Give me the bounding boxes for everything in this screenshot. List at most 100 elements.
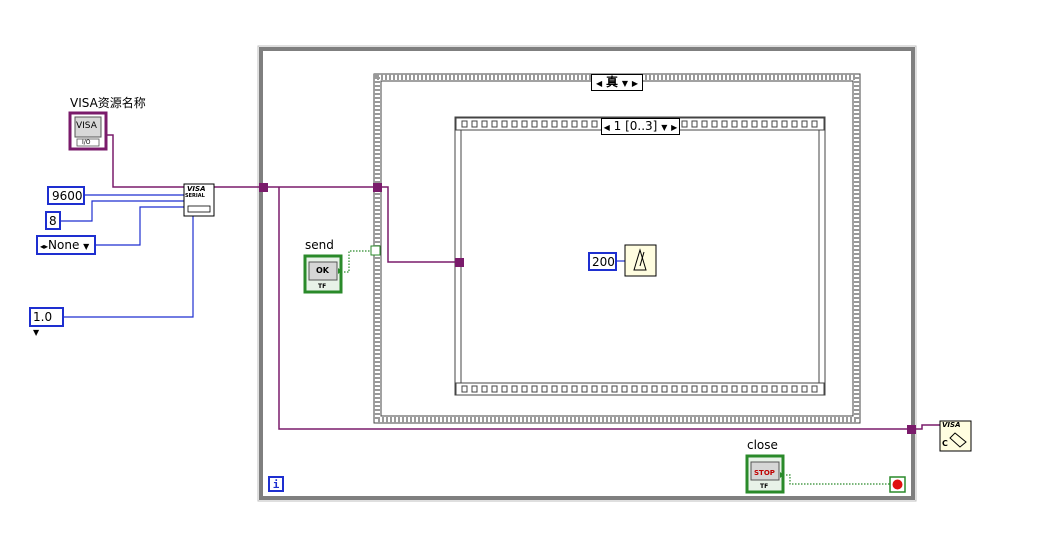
visa-resource-label: VISA资源名称 <box>70 96 146 110</box>
loop-tunnel-out <box>907 425 916 434</box>
film-hole <box>481 385 488 393</box>
visa-close-line2: C <box>942 439 948 448</box>
loop-tunnel-in <box>259 183 268 192</box>
visa-wires <box>107 134 940 430</box>
timeout-ring-constant[interactable]: 1.0 ▼ <box>29 307 64 337</box>
case-selector-terminal <box>370 245 381 256</box>
send-label: send <box>305 238 334 252</box>
film-hole <box>561 120 568 128</box>
film-hole <box>721 385 728 393</box>
film-hole <box>591 385 598 393</box>
film-hole <box>751 385 758 393</box>
film-hole <box>751 120 758 128</box>
serial-config-line2: SERIAL <box>185 193 205 199</box>
wait-ms-constant[interactable]: 200 <box>588 252 617 271</box>
chevron-left-icon: ◀ <box>596 79 603 88</box>
film-hole <box>741 385 748 393</box>
while-loop-frame[interactable] <box>259 47 915 500</box>
film-hole <box>521 120 528 128</box>
send-button-text: OK <box>316 266 329 275</box>
film-hole <box>641 385 648 393</box>
film-hole <box>511 385 518 393</box>
film-hole <box>681 385 688 393</box>
film-hole <box>571 385 578 393</box>
chevron-down-icon: ▼ <box>661 123 668 132</box>
film-hole <box>471 385 478 393</box>
film-hole <box>671 385 678 393</box>
film-hole <box>581 385 588 393</box>
chevron-down-icon: ▼ <box>621 79 628 88</box>
visa-configure-serial-port-vi[interactable] <box>183 183 215 217</box>
loop-iteration-terminal: i <box>268 476 284 492</box>
visa-resource-io-text: I/O <box>82 139 91 146</box>
case-selector-value: 真 <box>606 75 619 89</box>
timeout-value: 1.0 <box>33 310 53 324</box>
baud-rate-constant[interactable]: 9600 <box>47 186 85 205</box>
film-hole <box>551 120 558 128</box>
parity-ring-constant[interactable]: ◂▸None ▼ <box>36 235 96 255</box>
wait-ms-function[interactable] <box>624 244 657 277</box>
film-hole <box>811 120 818 128</box>
send-button-terminal[interactable] <box>303 254 343 294</box>
film-hole <box>521 385 528 393</box>
serial-config-line1: VISA <box>187 185 206 193</box>
film-hole <box>711 385 718 393</box>
film-hole <box>561 385 568 393</box>
film-hole <box>721 120 728 128</box>
sequence-selector-value: 1 [0..3] <box>613 119 658 133</box>
film-hole <box>531 385 538 393</box>
numeric-wires <box>60 194 625 318</box>
close-button-terminal[interactable] <box>745 454 785 494</box>
boolean-wires <box>341 250 890 485</box>
film-hole <box>541 385 548 393</box>
film-hole <box>791 120 798 128</box>
film-hole <box>661 385 668 393</box>
film-hole <box>791 385 798 393</box>
send-tf-text: TF <box>318 283 327 290</box>
film-hole <box>771 120 778 128</box>
close-label: close <box>747 438 778 452</box>
sequence-tunnel-in <box>455 258 464 267</box>
visa-close-line1: VISA <box>942 421 961 429</box>
film-hole <box>471 120 478 128</box>
film-hole <box>681 120 688 128</box>
case-selector[interactable]: ◀ 真 ▼ ▶ <box>591 74 643 91</box>
film-hole <box>461 385 468 393</box>
film-hole <box>811 385 818 393</box>
chevron-left-icon: ◀ <box>603 123 610 132</box>
film-hole <box>591 120 598 128</box>
film-hole <box>761 120 768 128</box>
film-hole <box>501 385 508 393</box>
data-bits-constant[interactable]: 8 <box>45 211 61 230</box>
ring-arrows-icon: ◂▸ <box>40 242 49 251</box>
film-hole <box>781 385 788 393</box>
chevron-right-icon: ▶ <box>631 79 638 88</box>
film-hole <box>701 120 708 128</box>
film-hole <box>541 120 548 128</box>
loop-condition-stop-icon[interactable] <box>889 476 906 493</box>
film-hole <box>691 385 698 393</box>
film-hole <box>801 385 808 393</box>
film-hole <box>691 120 698 128</box>
film-hole <box>711 120 718 128</box>
parity-value: None <box>48 238 80 252</box>
film-hole <box>491 120 498 128</box>
film-hole <box>731 385 738 393</box>
film-hole <box>611 385 618 393</box>
film-hole <box>781 120 788 128</box>
close-tf-text: TF <box>760 483 769 490</box>
film-hole <box>511 120 518 128</box>
visa-close-vi[interactable] <box>939 420 972 452</box>
film-hole <box>581 120 588 128</box>
chevron-down-icon: ▼ <box>33 328 40 337</box>
case-tunnel-in <box>373 183 382 192</box>
film-hole <box>701 385 708 393</box>
film-hole <box>531 120 538 128</box>
film-hole <box>571 120 578 128</box>
film-hole <box>801 120 808 128</box>
sequence-selector[interactable]: ◀ 1 [0..3] ▼ ▶ <box>601 118 680 135</box>
film-hole <box>771 385 778 393</box>
chevron-down-icon: ▼ <box>83 242 90 251</box>
visa-resource-control[interactable] <box>68 111 108 151</box>
film-hole <box>551 385 558 393</box>
